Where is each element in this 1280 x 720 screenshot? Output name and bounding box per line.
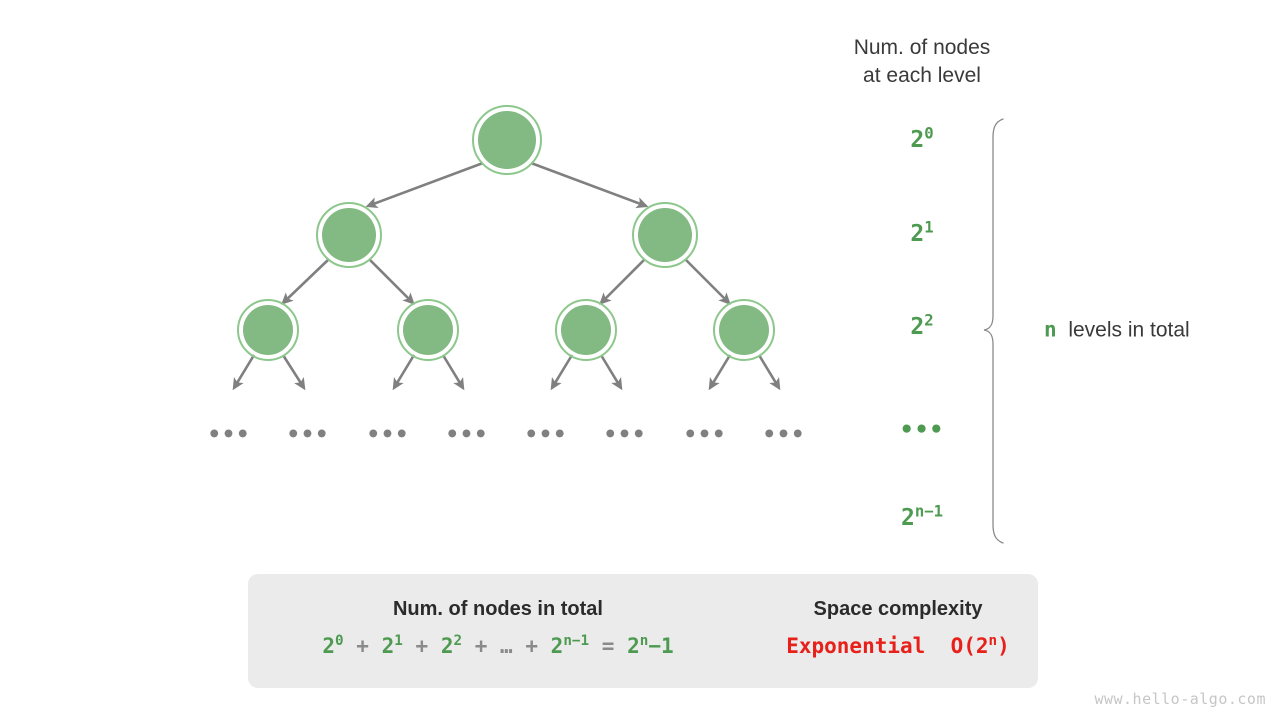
tree-node-l1-0 — [316, 202, 382, 268]
edge-l2c-left — [550, 354, 574, 391]
level-count-1-exp: 1 — [924, 217, 934, 237]
level-count-2: 22 — [910, 312, 933, 340]
tree-node-l2-2 — [555, 299, 617, 361]
formula-term-2: 22 — [440, 633, 463, 658]
level-count-last-base: 2 — [900, 505, 915, 531]
level-count-2-exp: 2 — [924, 310, 934, 330]
verdict-word: Exponential — [786, 634, 926, 658]
edge-root-left — [365, 161, 484, 209]
levels-brace — [983, 118, 1004, 544]
tree-ellipsis-2: ••• — [366, 422, 410, 448]
tree-node-l2-3 — [713, 299, 775, 361]
levels-header-note: Num. of nodes at each level — [854, 34, 991, 91]
level-count-0-exp: 0 — [924, 123, 934, 143]
tree-node-l1-1 — [632, 202, 698, 268]
summary-complexity-title: Space complexity — [813, 598, 983, 620]
edge-l2b-right — [441, 354, 465, 391]
edge-l2b-left — [392, 354, 416, 391]
formula-op-0: + — [356, 634, 369, 658]
levels-header-line2: at each level — [863, 64, 981, 88]
formula-term-1: 21 — [381, 633, 403, 658]
edge-l2a-left — [232, 354, 256, 391]
level-count-1: 21 — [910, 219, 933, 247]
formula-equals: = — [601, 634, 615, 658]
tree-ellipsis-0: ••• — [207, 422, 251, 448]
formula-op-3: + — [525, 634, 539, 658]
summary-panel: Num. of nodes in total 20 + 21 + 22 + … … — [248, 574, 1038, 688]
summary-complexity-verdict: Exponential O(2n) — [786, 634, 1010, 658]
formula-op-1: + — [415, 634, 429, 658]
tree-ellipsis-3: ••• — [445, 422, 489, 448]
verdict-notation: O(2n) — [950, 633, 1010, 658]
site-watermark: www.hello-algo.com — [1094, 690, 1266, 708]
summary-total-formula: 20 + 21 + 22 + … + 2n−1 = 2n−1 — [322, 634, 673, 658]
tree-nodes — [237, 105, 775, 361]
tree-ellipsis-4: ••• — [524, 422, 568, 448]
tree-edges — [232, 161, 781, 391]
summary-total-title: Num. of nodes in total — [392, 598, 603, 620]
level-count-last: 2n−1 — [900, 503, 943, 531]
tree-ellipsis-1: ••• — [286, 422, 330, 448]
tree-ellipsis-6: ••• — [683, 422, 727, 448]
edge-l2c-right — [599, 354, 623, 391]
formula-ellipsis: … — [500, 634, 513, 658]
edge-l1a-right — [368, 258, 415, 305]
total-levels-text: levels in total — [1068, 318, 1190, 342]
total-levels-annotation: n levels in total — [1044, 318, 1190, 343]
level-count-ellipsis: ••• — [899, 417, 945, 443]
formula-result: 2n−1 — [627, 633, 674, 658]
level-count-last-exp: n−1 — [914, 501, 944, 521]
total-levels-variable: n — [1044, 317, 1057, 342]
level-count-2-base: 2 — [910, 314, 925, 340]
level-count-0: 20 — [910, 125, 933, 153]
edge-l2a-right — [281, 354, 306, 391]
edge-l1a-left — [281, 258, 330, 305]
formula-term-3: 2n−1 — [550, 633, 590, 658]
tree-node-l2-1 — [397, 299, 459, 361]
edge-root-right — [530, 161, 649, 209]
tree-node-l2-0 — [237, 299, 299, 361]
tree-node-root — [472, 105, 542, 175]
level-count-1-base: 2 — [910, 221, 925, 247]
level-count-0-base: 2 — [910, 127, 925, 153]
levels-header-line1: Num. of nodes — [853, 36, 991, 59]
tree-ellipsis-5: ••• — [603, 422, 647, 448]
summary-total-column: Num. of nodes in total 20 + 21 + 22 + … … — [322, 598, 673, 658]
summary-complexity-column: Space complexity Exponential O(2n) — [786, 598, 1010, 658]
edge-l2d-left — [708, 354, 732, 391]
formula-op-2: + — [474, 634, 488, 658]
edge-l2d-right — [757, 354, 781, 391]
tree-ellipsis-7: ••• — [762, 422, 806, 448]
edge-l1b-right — [684, 258, 731, 305]
formula-term-0: 20 — [322, 633, 344, 658]
edge-l1b-left — [599, 258, 646, 305]
